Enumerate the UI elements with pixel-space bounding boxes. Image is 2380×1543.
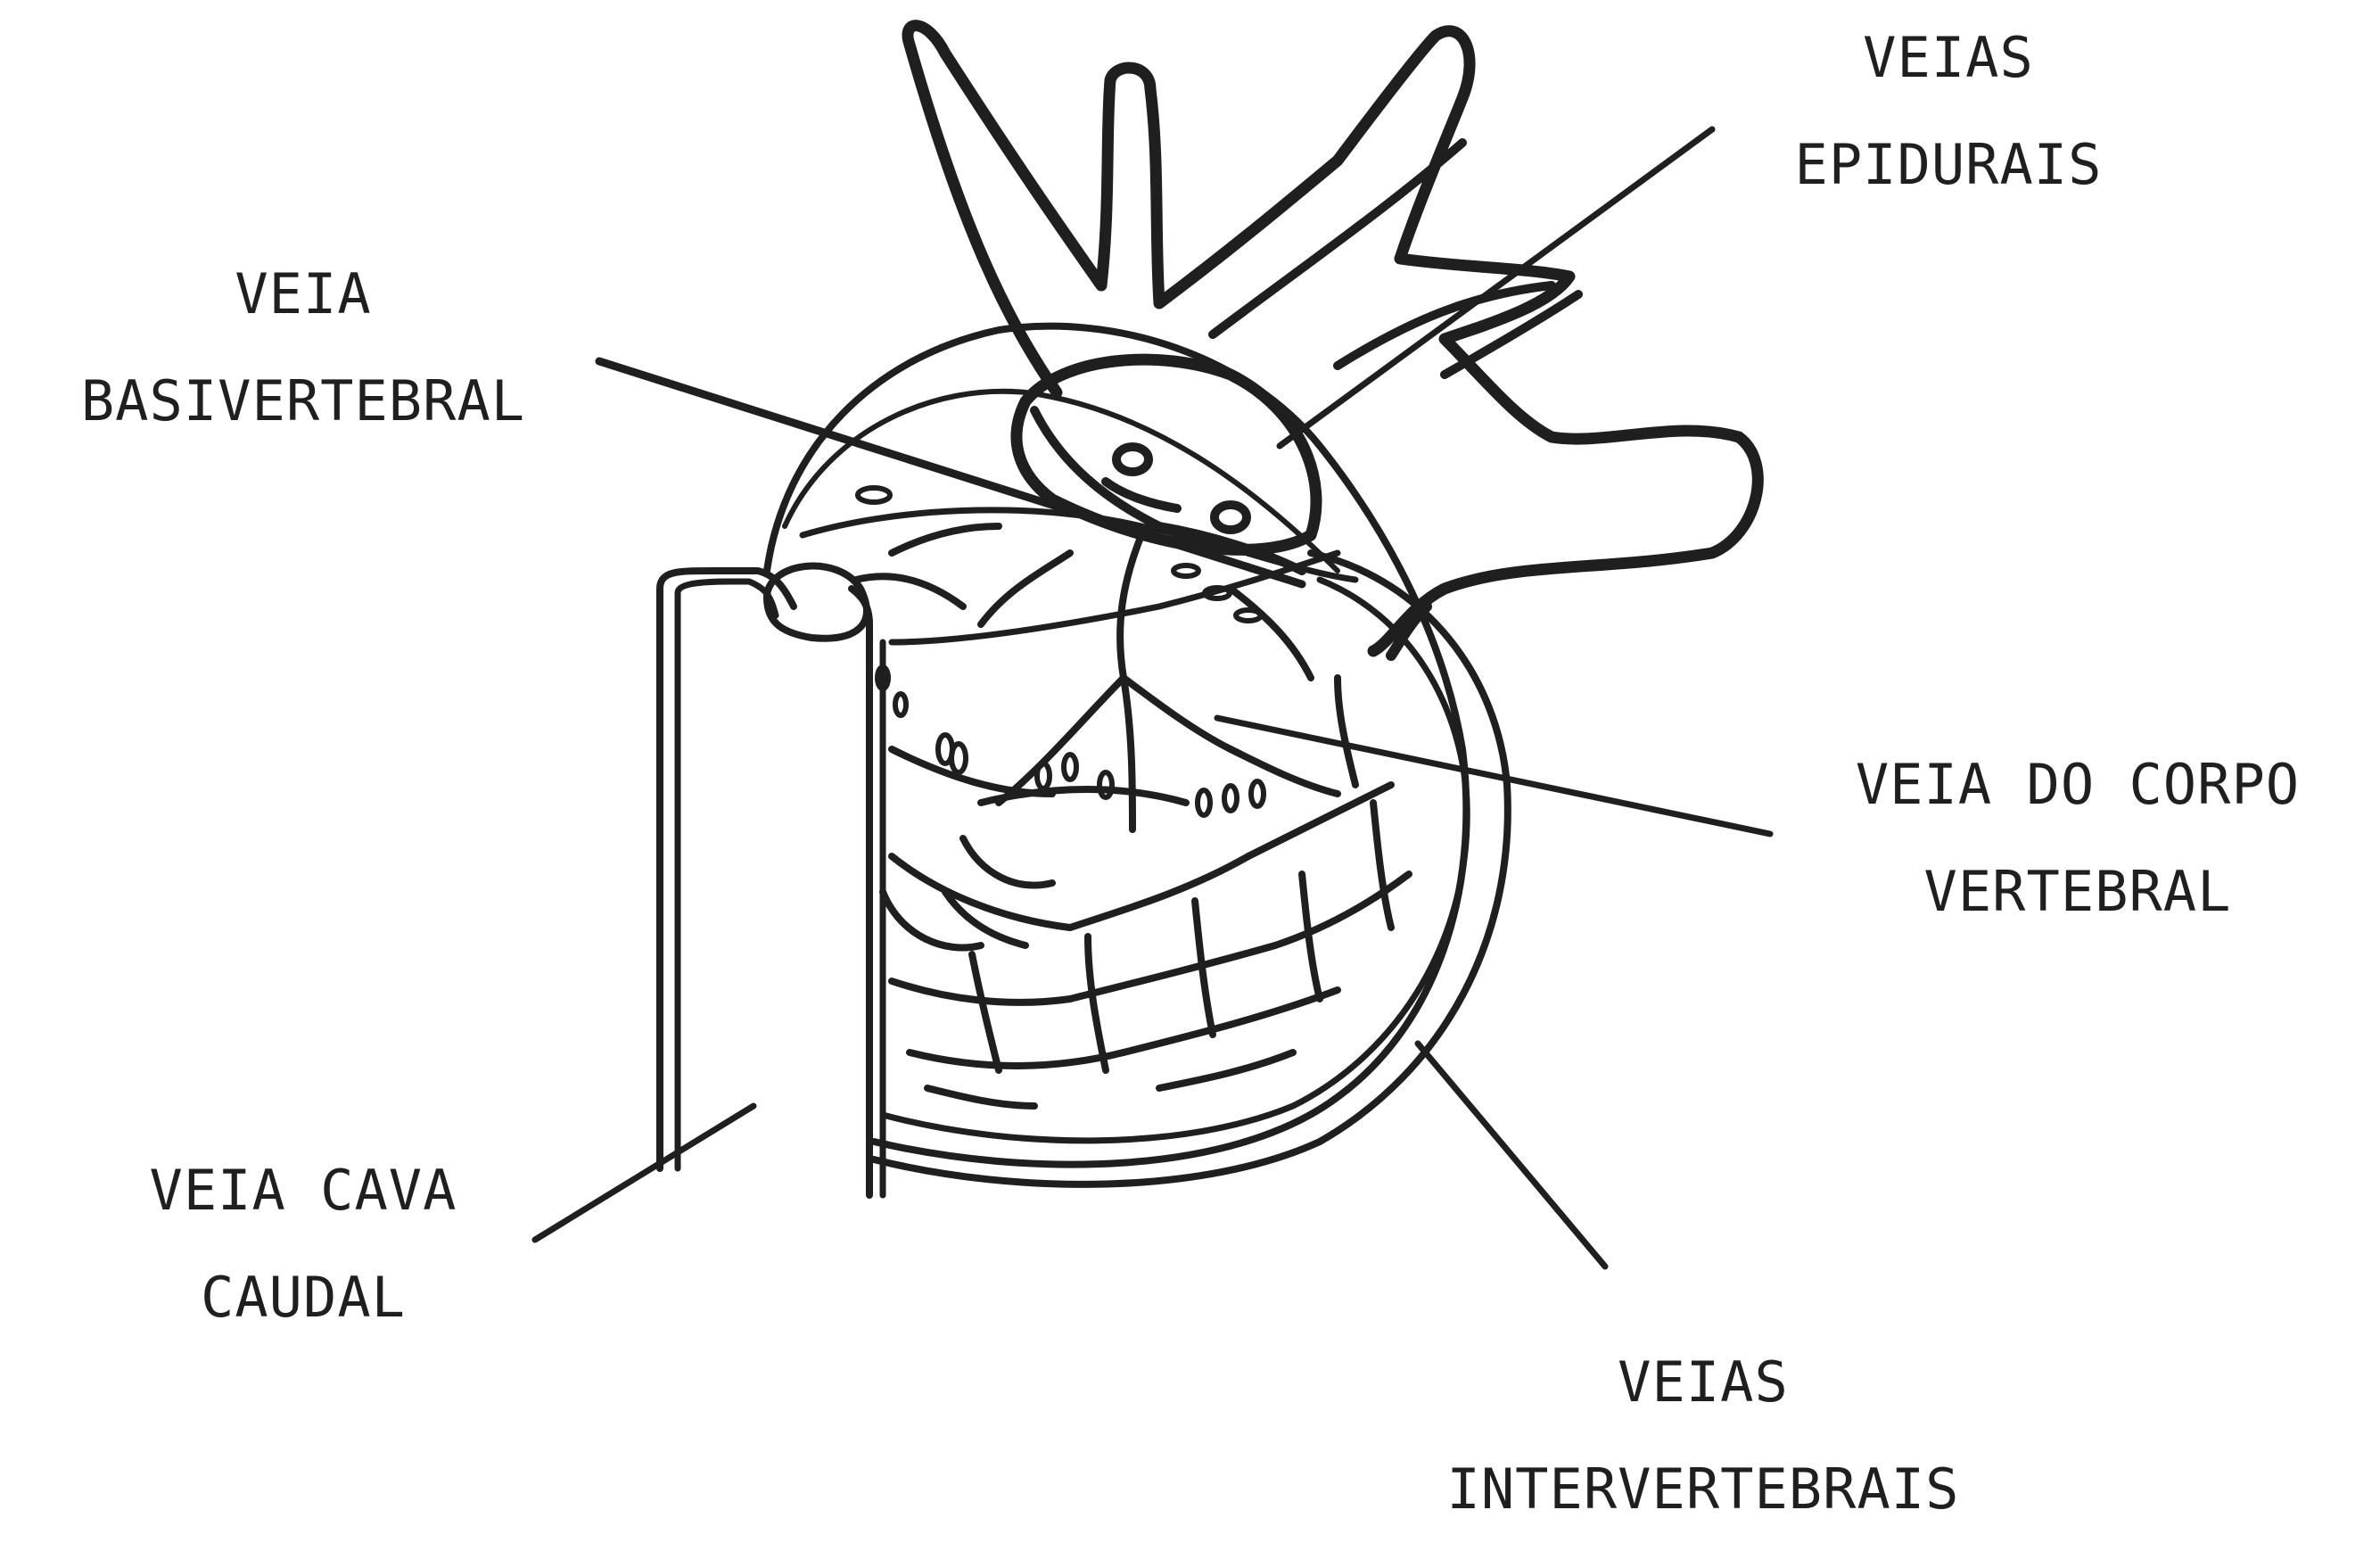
leader-veias-intervertebrais bbox=[1418, 1044, 1605, 1267]
label-veias-epidurais-line1: VEIAS bbox=[1752, 4, 2145, 111]
vena-cava-right-wall bbox=[852, 589, 869, 1195]
leader-veia-corpo-vertebral bbox=[1217, 718, 1770, 834]
vena-cava-bulge bbox=[767, 566, 867, 639]
vena-cava-tube-inner bbox=[678, 582, 776, 1168]
label-veia-corpo-vertebral-line2: VERTEBRAL bbox=[1810, 838, 2345, 945]
label-veia-cava-caudal-line1: VEIA CAVA bbox=[98, 1137, 508, 1244]
label-veia-basivertebral: VEIA BASIVERTEBRAL bbox=[18, 241, 589, 455]
label-veias-intervertebrais: VEIAS INTERVERTEBRAIS bbox=[1373, 1329, 2033, 1543]
label-veias-intervertebrais-line1: VEIAS bbox=[1373, 1329, 2033, 1436]
label-veias-epidurais: VEIAS EPIDURAIS bbox=[1752, 4, 2145, 219]
leader-veia-cava-caudal bbox=[535, 1106, 754, 1240]
label-veias-epidurais-line2: EPIDURAIS bbox=[1752, 111, 2145, 219]
endplate-lower bbox=[892, 553, 1338, 642]
label-veia-cava-caudal: VEIA CAVA CAUDAL bbox=[98, 1137, 508, 1351]
label-veia-cava-caudal-line2: CAUDAL bbox=[98, 1244, 508, 1351]
label-veia-corpo-vertebral: VEIA DO CORPO VERTEBRAL bbox=[1810, 731, 2345, 945]
venous-network bbox=[883, 785, 1409, 1106]
label-veia-basivertebral-line1: VEIA bbox=[18, 241, 589, 348]
label-veia-corpo-vertebral-line1: VEIA DO CORPO bbox=[1810, 731, 2345, 838]
label-veia-basivertebral-line2: BASIVERTEBRAL bbox=[18, 348, 589, 455]
label-veias-intervertebrais-line2: INTERVERTEBRAIS bbox=[1373, 1436, 2033, 1543]
